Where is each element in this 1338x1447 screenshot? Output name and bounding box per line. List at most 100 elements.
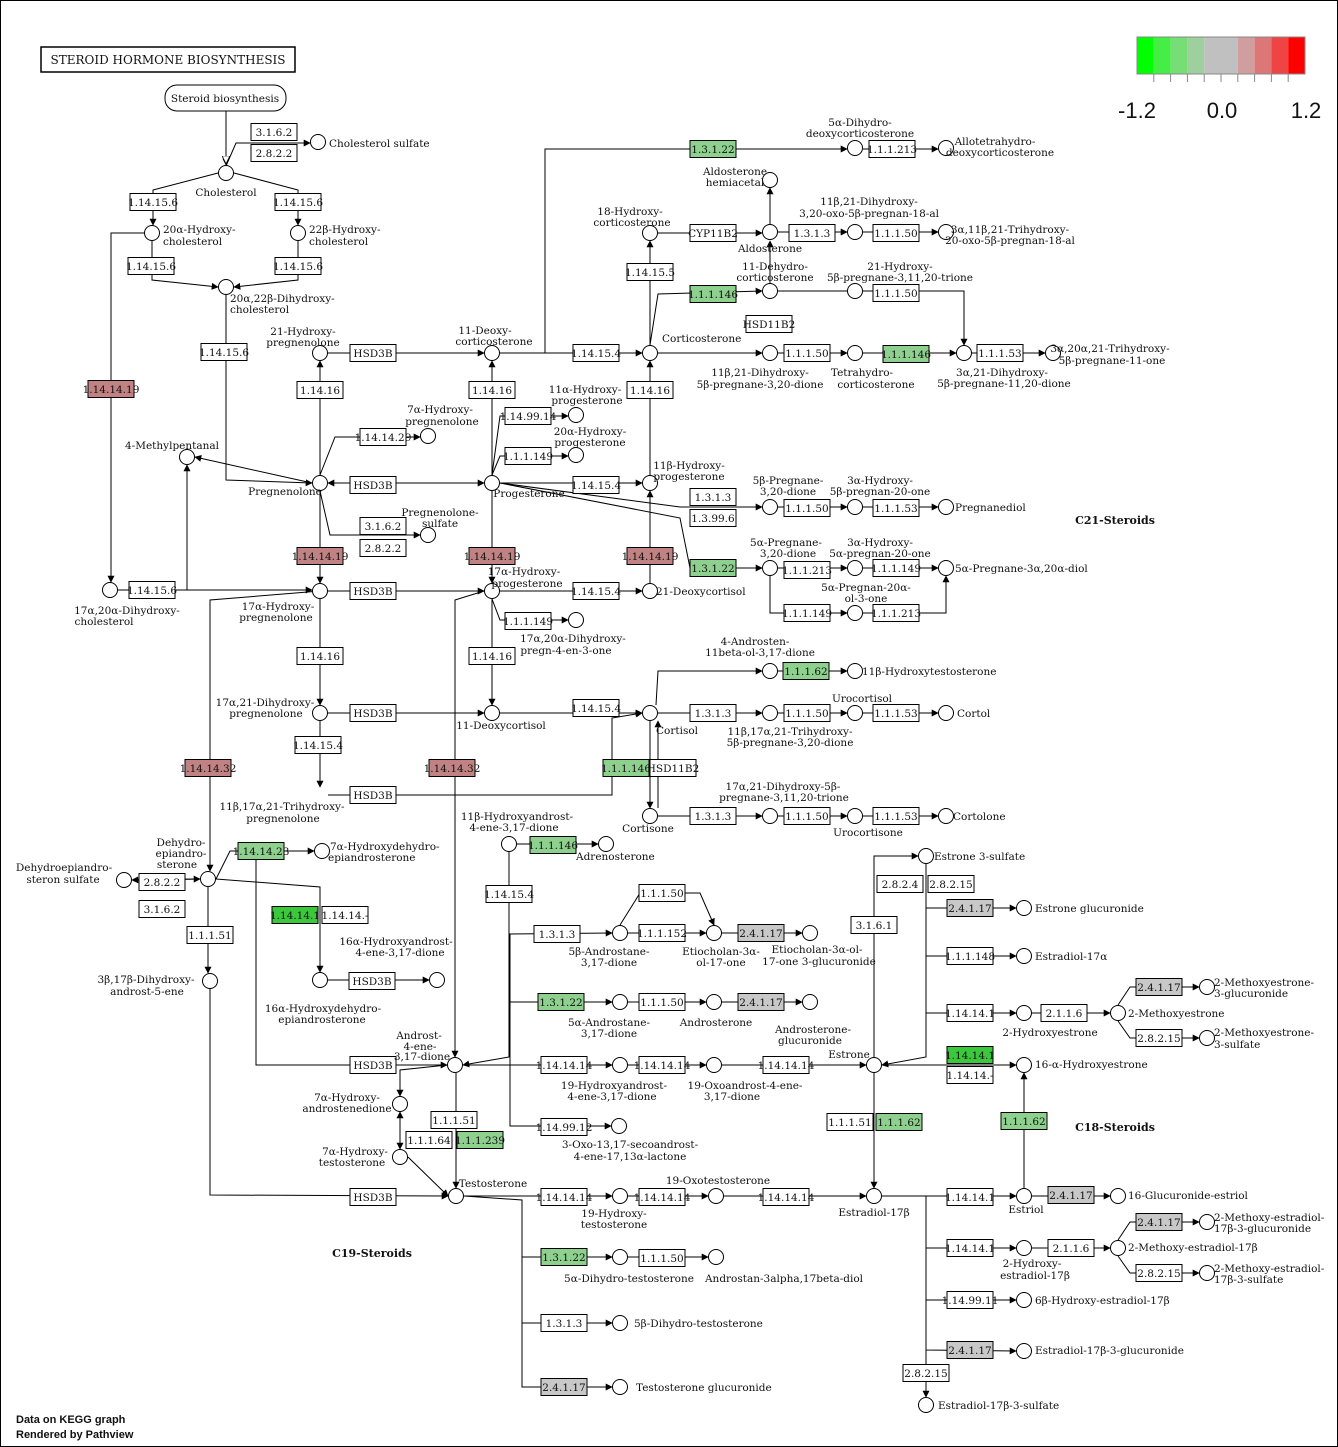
compound-node[interactable] [918,848,934,864]
enzyme-box[interactable]: 1.14.15.6 [127,581,177,599]
enzyme-box[interactable]: 1.14.14.32 [424,759,481,777]
enzyme-box[interactable]: 2.4.1.17 [946,899,994,917]
enzyme-box[interactable]: 1.3.1.3 [540,1314,588,1332]
enzyme-box[interactable]: 1.1.1.51 [186,926,234,944]
compound-node[interactable] [802,925,818,941]
enzyme-box[interactable]: 2.8.2.15 [902,1364,950,1382]
compound-node[interactable] [847,283,863,299]
enzyme-box[interactable]: 3.1.6.2 [359,517,407,535]
compound-node[interactable] [448,1188,464,1204]
enzyme-box[interactable]: 1.14.14.1 [945,1239,995,1257]
compound-node[interactable] [612,1057,628,1073]
enzyme-box[interactable]: HSD11B2 [647,759,700,777]
compound-node[interactable] [611,1118,627,1134]
compound-node[interactable] [420,428,436,444]
compound-node[interactable] [1199,1265,1215,1281]
enzyme-box[interactable]: 2.4.1.17 [1135,978,1183,996]
enzyme-box[interactable]: 1.1.1.146 [528,836,578,854]
compound-node[interactable] [312,583,328,599]
enzyme-box[interactable]: 1.1.1.53 [976,344,1024,362]
compound-node[interactable] [314,843,330,859]
enzyme-box[interactable]: 1.1.1.146 [881,345,931,363]
enzyme-box[interactable]: 1.1.1.53 [872,704,920,722]
compound-node[interactable] [847,499,863,515]
enzyme-box[interactable]: 1.1.1.50 [872,284,920,302]
compound-node[interactable] [420,527,436,543]
compound-node[interactable] [762,172,778,188]
compound-node[interactable] [1110,1005,1126,1021]
compound-node[interactable] [598,836,614,852]
compound-node[interactable] [642,808,658,824]
enzyme-box[interactable]: 1.3.1.22 [540,1248,588,1266]
enzyme-box[interactable]: 1.14.15.6 [273,193,323,211]
compound-node[interactable] [706,925,722,941]
enzyme-box[interactable]: 1.14.14.- [946,1066,994,1084]
compound-node[interactable] [866,1057,882,1073]
compound-node[interactable] [762,499,778,515]
enzyme-box[interactable]: 1.14.99.11 [942,1291,999,1309]
enzyme-box[interactable]: 1.3.1.3 [689,807,737,825]
enzyme-box[interactable]: 2.4.1.17 [1047,1186,1095,1204]
enzyme-box[interactable]: 1.14.16 [296,381,344,399]
compound-node[interactable] [1110,1188,1126,1204]
enzyme-box[interactable]: 1.1.1.149 [871,559,921,577]
compound-node[interactable] [847,224,863,240]
compound-node[interactable] [568,447,584,463]
enzyme-box[interactable]: 1.1.1.146 [688,285,738,303]
enzyme-box[interactable]: 1.1.1.50 [783,499,831,517]
enzyme-box[interactable]: 1.14.14.14 [536,1188,593,1206]
compound-node[interactable] [1016,1057,1032,1073]
compound-node[interactable] [1016,1188,1032,1204]
compound-node[interactable] [708,1249,724,1265]
enzyme-box[interactable]: 2.4.1.17 [737,924,785,942]
enzyme-box[interactable]: 1.14.14.- [321,906,369,924]
compound-node[interactable] [144,225,160,241]
enzyme-box[interactable]: 1.14.15.4 [571,699,621,717]
enzyme-box[interactable]: 1.14.15.6 [126,257,176,275]
enzyme-box[interactable]: 2.8.2.15 [1135,1029,1183,1047]
compound-node[interactable] [312,705,328,721]
compound-node[interactable] [847,560,863,576]
compound-node[interactable] [612,1249,628,1265]
enzyme-box[interactable]: 2.4.1.17 [540,1378,588,1396]
enzyme-box[interactable]: 1.1.1.53 [872,807,920,825]
compound-node[interactable] [918,1397,934,1413]
enzyme-box[interactable]: 1.14.14.1 [945,1004,995,1022]
compound-node[interactable] [642,345,658,361]
compound-node[interactable] [938,140,954,156]
compound-node[interactable] [847,663,863,679]
compound-node[interactable] [1045,345,1061,361]
enzyme-box[interactable]: 1.1.1.149 [503,612,553,630]
enzyme-box[interactable]: 1.14.16 [626,381,674,399]
enzyme-box[interactable]: 2.4.1.17 [946,1341,994,1359]
compound-node[interactable] [642,475,658,491]
enzyme-box[interactable]: 1.3.99.6 [689,509,737,527]
compound-node[interactable] [847,140,863,156]
compound-node[interactable] [866,1188,882,1204]
compound-node[interactable] [762,705,778,721]
compound-node[interactable] [762,224,778,240]
compound-node[interactable] [642,225,658,241]
enzyme-box[interactable]: 1.3.1.22 [689,559,737,577]
enzyme-box[interactable]: 1.14.14.19 [83,380,140,398]
compound-node[interactable] [938,705,954,721]
enzyme-box[interactable]: 1.14.16 [468,381,516,399]
compound-node[interactable] [218,279,234,295]
enzyme-box[interactable]: 1.14.15.6 [273,257,323,275]
compound-node[interactable] [202,973,218,989]
enzyme-box[interactable]: 1.1.1.213 [871,604,921,622]
enzyme-box[interactable]: 2.8.2.2 [138,873,186,891]
enzyme-box[interactable]: HSD3B [349,1056,397,1074]
enzyme-box[interactable]: 2.1.1.6 [1040,1004,1088,1022]
enzyme-box[interactable]: 2.8.2.2 [359,539,407,557]
enzyme-box[interactable]: 1.14.14.1 [270,906,320,924]
compound-node[interactable] [802,994,818,1010]
enzyme-box[interactable]: 1.14.15.6 [128,193,178,211]
enzyme-box[interactable]: 1.1.1.50 [638,993,686,1011]
enzyme-box[interactable]: 2.1.1.6 [1047,1239,1095,1257]
enzyme-box[interactable]: 1.1.1.50 [638,884,686,902]
compound-node[interactable] [429,972,445,988]
enzyme-box[interactable]: 1.1.1.152 [637,924,687,942]
compound-node[interactable] [200,871,216,887]
steroid-biosynthesis-map-link[interactable] [164,84,287,112]
